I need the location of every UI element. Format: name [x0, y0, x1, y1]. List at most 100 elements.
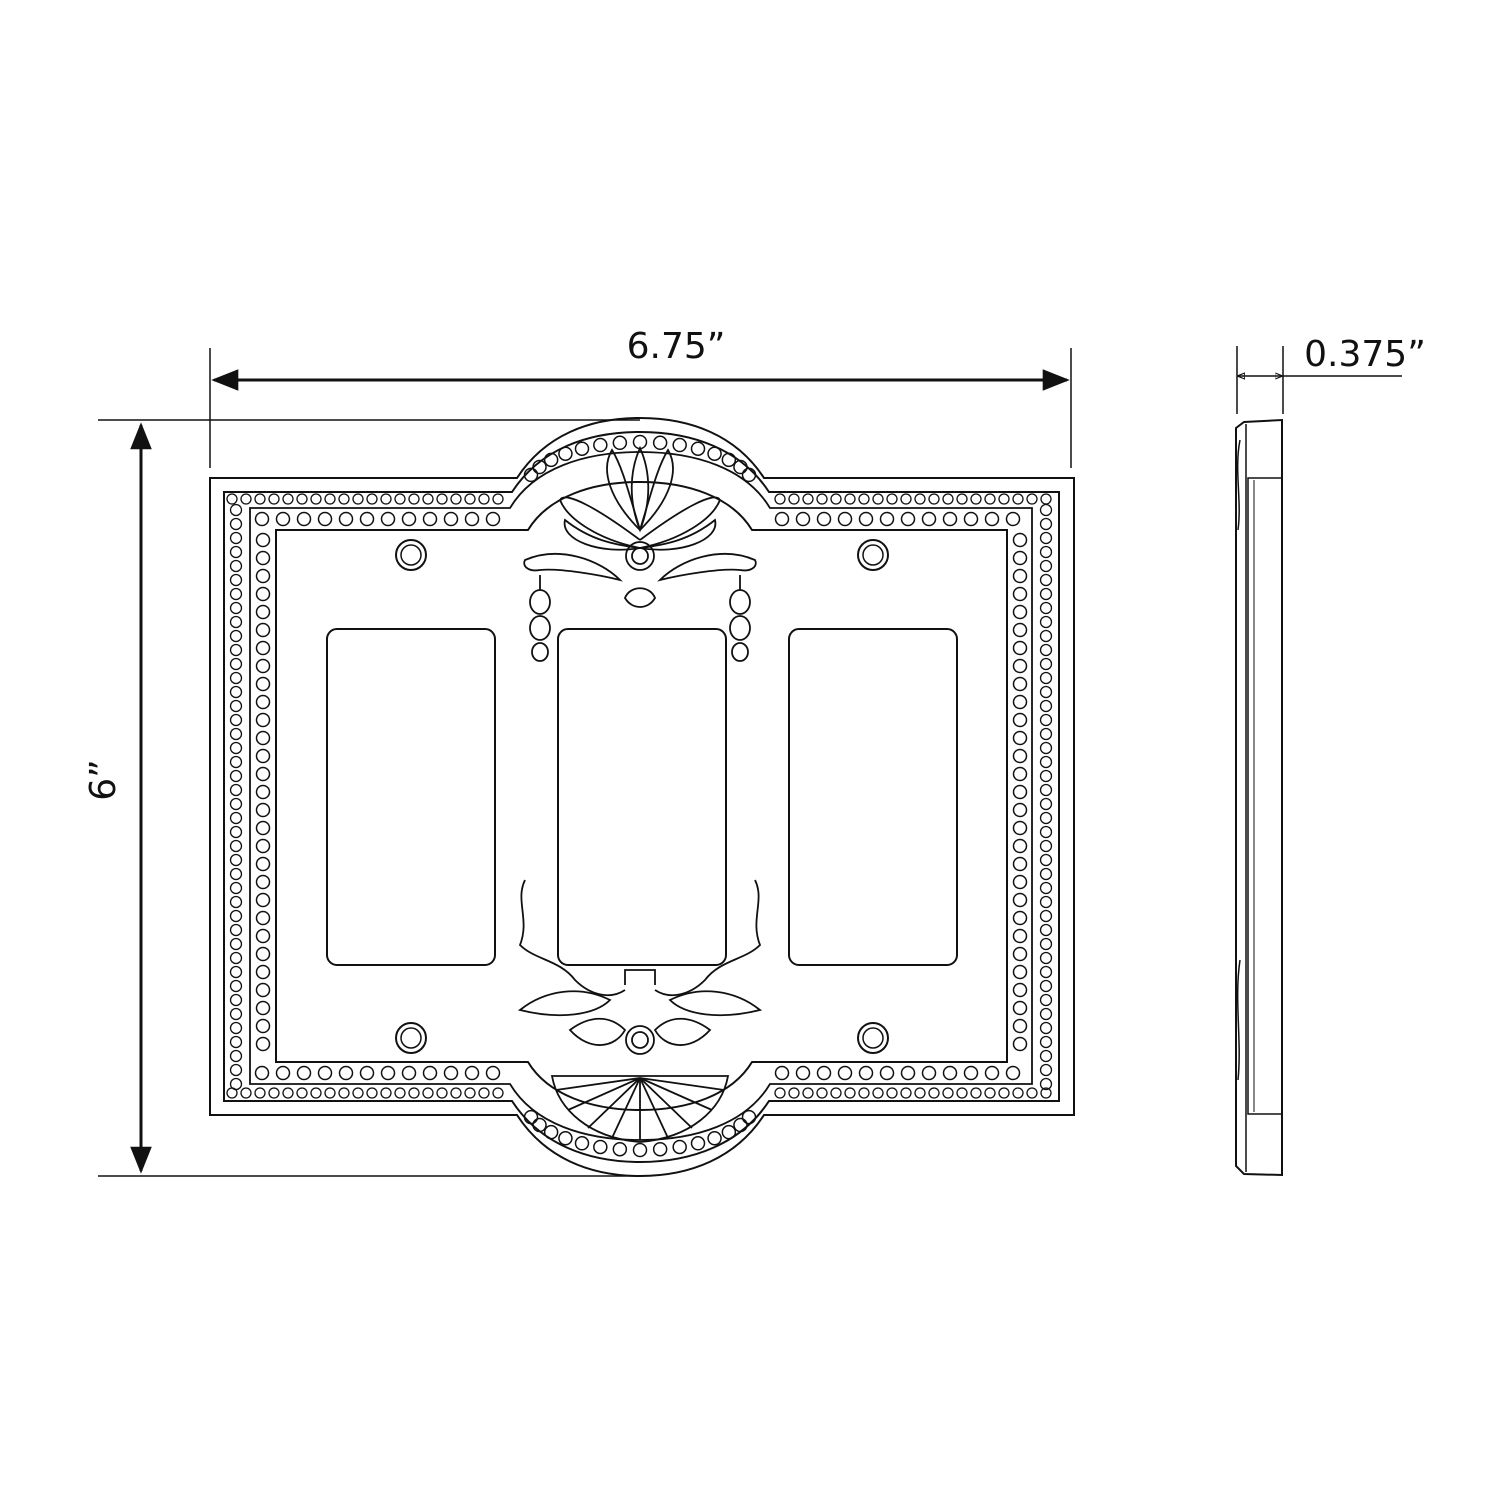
- bead: [324, 493, 336, 505]
- bead: [1039, 867, 1053, 881]
- bead: [672, 1139, 687, 1155]
- bead: [1039, 629, 1053, 643]
- screw-holes: [395, 539, 889, 1054]
- bead: [1039, 685, 1053, 699]
- bead: [255, 658, 271, 674]
- screw-hole-bottom-left: [395, 1022, 427, 1054]
- bead: [672, 437, 687, 453]
- bead: [229, 937, 243, 951]
- bead: [1039, 517, 1053, 531]
- bead: [229, 909, 243, 923]
- bead: [338, 493, 350, 505]
- bead: [255, 1018, 271, 1034]
- bead: [464, 511, 480, 527]
- bead: [324, 1087, 336, 1099]
- bead: [338, 511, 354, 527]
- bead: [1039, 727, 1053, 741]
- inner-panel: [275, 480, 1008, 1112]
- bead: [690, 441, 706, 456]
- bead: [928, 493, 940, 505]
- bead: [858, 1065, 874, 1081]
- bead: [963, 1065, 979, 1081]
- bead: [229, 853, 243, 867]
- bead: [1026, 493, 1038, 505]
- bead: [255, 766, 271, 782]
- bead: [558, 446, 573, 461]
- bead: [998, 493, 1010, 505]
- plate-outline: [209, 416, 1075, 1178]
- bead: [296, 1087, 308, 1099]
- bead: [1012, 622, 1028, 638]
- bead: [1039, 545, 1053, 559]
- bead: [380, 1087, 392, 1099]
- bead: [1039, 741, 1053, 755]
- bead: [1039, 755, 1053, 769]
- bead: [1012, 964, 1028, 980]
- bead: [830, 1087, 842, 1099]
- bead: [1039, 923, 1053, 937]
- bead: [229, 1063, 243, 1077]
- bead: [229, 727, 243, 741]
- bead: [1012, 493, 1024, 505]
- bead: [741, 467, 757, 483]
- bead: [255, 1000, 271, 1016]
- bead: [229, 559, 243, 573]
- bead: [366, 493, 378, 505]
- bead: [492, 493, 504, 505]
- bead: [1012, 910, 1028, 926]
- bead: [942, 1065, 958, 1081]
- bead: [229, 839, 243, 853]
- bead: [492, 1087, 504, 1099]
- bead: [229, 895, 243, 909]
- bead: [998, 1087, 1010, 1099]
- bead: [229, 531, 243, 545]
- bead: [1012, 604, 1028, 620]
- bead: [254, 1065, 270, 1081]
- bead: [229, 503, 243, 517]
- bead: [721, 1124, 737, 1140]
- bead: [1039, 839, 1053, 853]
- bead: [900, 1087, 912, 1099]
- bead: [1039, 1077, 1053, 1091]
- bead: [255, 622, 271, 638]
- bead: [523, 1109, 539, 1125]
- bead: [366, 1087, 378, 1099]
- bead: [229, 1049, 243, 1063]
- width-label: 6.75”: [627, 326, 726, 367]
- bead: [401, 1065, 417, 1081]
- bead: [478, 1087, 490, 1099]
- bead: [229, 811, 243, 825]
- bead: [1039, 965, 1053, 979]
- middle-frame: [249, 451, 1033, 1141]
- bead: [942, 511, 958, 527]
- bead: [229, 1077, 243, 1091]
- bead: [255, 910, 271, 926]
- bead: [858, 511, 874, 527]
- bead: [733, 459, 748, 475]
- front-view: [209, 416, 1075, 1178]
- switch-openings: [326, 628, 958, 966]
- bead: [1012, 874, 1028, 890]
- bead: [1012, 802, 1028, 818]
- bead: [1012, 532, 1028, 548]
- bead: [359, 1065, 375, 1081]
- bead: [352, 493, 364, 505]
- bead: [574, 441, 590, 456]
- bead: [229, 741, 243, 755]
- bead: [963, 511, 979, 527]
- bead: [401, 511, 417, 527]
- bead: [1012, 730, 1028, 746]
- bead: [1005, 511, 1021, 527]
- bead: [229, 867, 243, 881]
- bead: [1012, 568, 1028, 584]
- bead: [1039, 1049, 1053, 1063]
- bead: [921, 511, 937, 527]
- bead: [788, 493, 800, 505]
- bead: [816, 493, 828, 505]
- bead: [255, 694, 271, 710]
- bead: [229, 601, 243, 615]
- bead: [443, 1065, 459, 1081]
- bead: [229, 993, 243, 1007]
- bead: [984, 1065, 1000, 1081]
- bead: [1039, 601, 1053, 615]
